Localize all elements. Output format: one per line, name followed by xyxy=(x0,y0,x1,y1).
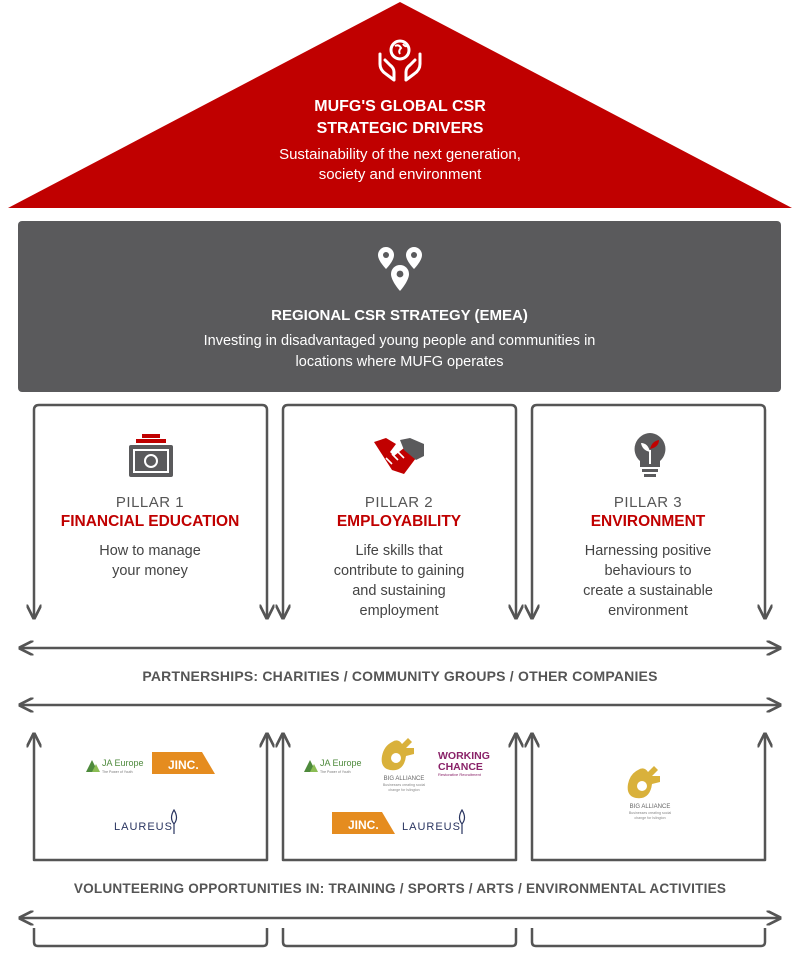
pillar-3: PILLAR 3 ENVIRONMENT Harnessing positive… xyxy=(528,494,768,621)
pillar-3-desc: Harnessing positive behaviours to create… xyxy=(528,541,768,621)
handshake-icon xyxy=(374,438,424,474)
pillar-2-desc-line: and sustaining xyxy=(352,583,446,599)
pillar-3-desc-line: behaviours to xyxy=(604,563,692,579)
roof-subtitle-line2: society and environment xyxy=(318,166,482,183)
regional-title: REGIONAL CSR STRATEGY (EMEA) xyxy=(271,307,528,324)
roof-triangle xyxy=(8,2,792,208)
pillar-2-number: PILLAR 2 xyxy=(364,494,434,511)
regional-subtitle-line1: Investing in disadvantaged young people … xyxy=(203,333,596,349)
big-alliance-tag2: change for Islington xyxy=(634,816,665,820)
pillar-3-desc-line: environment xyxy=(608,603,688,619)
ja-europe-text: JA Europe xyxy=(320,758,362,768)
volunteering-label: VOLUNTEERING OPPORTUNITIES IN: TRAINING … xyxy=(73,881,727,896)
laureus-text: LAUREUS xyxy=(114,821,173,833)
hands-globe-icon xyxy=(378,39,422,82)
money-icon xyxy=(129,434,173,477)
laureus-logo: LAUREUS xyxy=(402,808,466,834)
pillar-1-desc: How to manage your money xyxy=(30,541,270,581)
ja-europe-text: JA Europe xyxy=(102,758,144,768)
jinc-text: JINC. xyxy=(168,758,199,772)
working-chance-text-1: WORKING xyxy=(438,750,490,762)
regional-strategy-band: REGIONAL CSR STRATEGY (EMEA) Investing i… xyxy=(18,221,781,392)
partnerships-label: PARTNERSHIPS: CHARITIES / COMMUNITY GROU… xyxy=(142,668,658,684)
big-alliance-text: BIG ALLIANCE xyxy=(384,776,425,782)
pillar-2-desc-line: contribute to gaining xyxy=(333,563,465,579)
jinc-logo: JINC. xyxy=(332,812,395,834)
roof-title-line1: MUFG'S GLOBAL CSR xyxy=(314,98,486,115)
location-pins-icon xyxy=(378,247,422,291)
big-alliance-tag2: change for Islington xyxy=(388,788,419,792)
pillar-1-name: FINANCIAL EDUCATION xyxy=(60,513,240,530)
big-alliance-tag1: Businesses creating social xyxy=(383,783,426,787)
jinc-text: JINC. xyxy=(348,818,379,832)
pillar-2-desc: Life skills that contribute to gaining a… xyxy=(279,541,519,621)
pillar-2: PILLAR 2 EMPLOYABILITY Life skills that … xyxy=(279,494,519,621)
ja-europe-tag: The Power of Youth xyxy=(102,770,133,774)
jinc-logo: JINC. xyxy=(152,752,215,774)
working-chance-logo: WORKING CHANCE Restorative Recruitment xyxy=(438,750,490,777)
pillar-2-desc-line: Life skills that xyxy=(355,543,443,559)
regional-subtitle: Investing in disadvantaged young people … xyxy=(138,331,661,373)
ja-europe-tag: The Power of Youth xyxy=(320,770,351,774)
pillar-3-desc-line: Harnessing positive xyxy=(584,543,712,559)
working-chance-tag: Restorative Recruitment xyxy=(438,772,482,777)
roof-title-line2: STRATEGIC DRIVERS xyxy=(316,120,484,137)
pillar-1: PILLAR 1 FINANCIAL EDUCATION How to mana… xyxy=(30,494,270,581)
working-chance-text-2: CHANCE xyxy=(438,761,483,773)
pillar-2-name: EMPLOYABILITY xyxy=(336,513,462,530)
pillar-1-number: PILLAR 1 xyxy=(115,494,185,511)
pillar-1-desc-line: your money xyxy=(112,563,188,579)
pillar-3-number: PILLAR 3 xyxy=(613,494,683,511)
lightbulb-plant-icon xyxy=(634,433,666,477)
roof-subtitle-line1: Sustainability of the next generation, xyxy=(279,146,521,163)
big-alliance-logo: BIG ALLIANCE Businesses creating social … xyxy=(627,766,672,820)
ja-europe-logo: JA Europe The Power of Youth xyxy=(86,758,144,774)
big-alliance-logo: BIG ALLIANCE Businesses creating social … xyxy=(381,738,426,792)
ja-europe-logo: JA Europe The Power of Youth xyxy=(304,758,362,774)
pillar-3-desc-line: create a sustainable xyxy=(583,583,713,599)
regional-subtitle-line2: locations where MUFG operates xyxy=(295,354,504,370)
big-alliance-text: BIG ALLIANCE xyxy=(630,804,671,810)
laureus-logo: LAUREUS xyxy=(114,808,178,834)
pillar-3-name: ENVIRONMENT xyxy=(590,513,706,530)
big-alliance-tag1: Businesses creating social xyxy=(629,811,672,815)
pillar-2-desc-line: employment xyxy=(359,603,439,619)
laureus-text: LAUREUS xyxy=(402,821,461,833)
pillar-1-desc-line: How to manage xyxy=(99,543,201,559)
